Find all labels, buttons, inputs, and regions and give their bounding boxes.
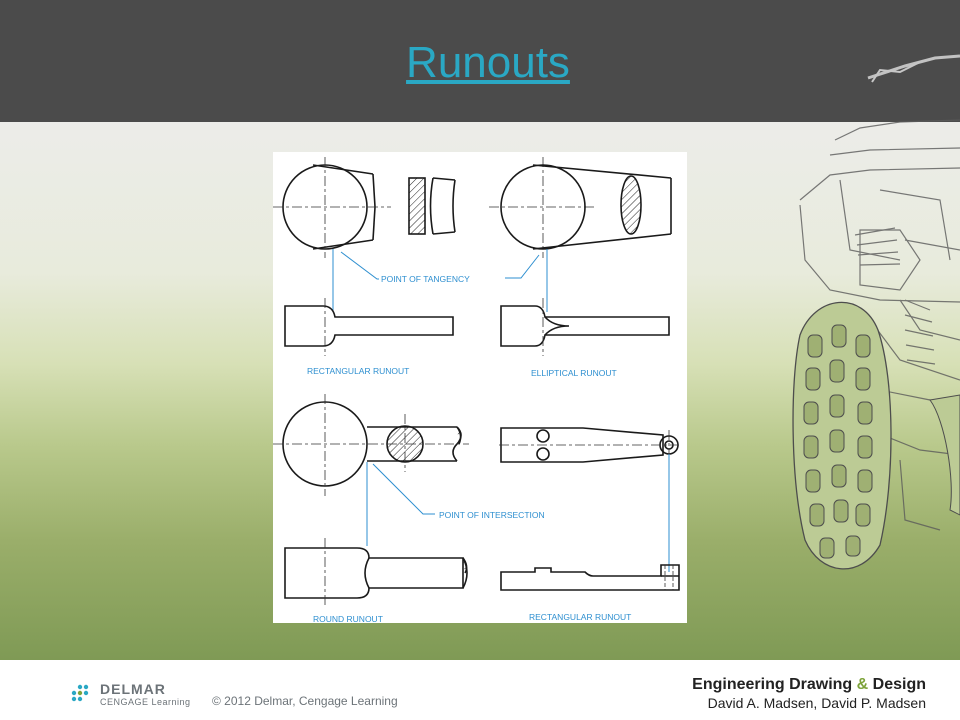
book-title: Engineering Drawing & Design bbox=[692, 676, 926, 694]
slide-footer bbox=[0, 660, 960, 720]
book-authors: David A. Madsen, David P. Madsen bbox=[707, 695, 926, 711]
runouts-figure: POINT OF TANGENCY RECTANGULAR RUNOUT ELL… bbox=[273, 152, 687, 624]
book-title-amp: & bbox=[856, 676, 869, 693]
label-round-runout: ROUND RUNOUT bbox=[313, 614, 383, 623]
label-rectangular-runout-top: RECTANGULAR RUNOUT bbox=[307, 366, 409, 376]
book-title-part1: Engineering Drawing bbox=[692, 676, 857, 693]
atv-illustration bbox=[792, 54, 960, 570]
copyright-text: © 2012 Delmar, Cengage Learning bbox=[212, 694, 398, 708]
publisher-sub: CENGAGE Learning bbox=[100, 697, 191, 707]
label-elliptical-runout: ELLIPTICAL RUNOUT bbox=[531, 368, 617, 378]
label-point-of-intersection: POINT OF INTERSECTION bbox=[439, 510, 545, 520]
label-point-of-tangency: POINT OF TANGENCY bbox=[381, 274, 470, 284]
delmar-logo-icon bbox=[71, 684, 89, 702]
publisher-name: DELMAR bbox=[100, 681, 166, 697]
slide-title-link[interactable]: Runouts bbox=[406, 38, 570, 87]
slide-header bbox=[0, 0, 960, 122]
runouts-drawing: POINT OF TANGENCY RECTANGULAR RUNOUT ELL… bbox=[273, 157, 680, 624]
label-rectangular-runout-bottom: RECTANGULAR RUNOUT bbox=[529, 612, 631, 622]
book-title-part2: Design bbox=[868, 676, 926, 693]
